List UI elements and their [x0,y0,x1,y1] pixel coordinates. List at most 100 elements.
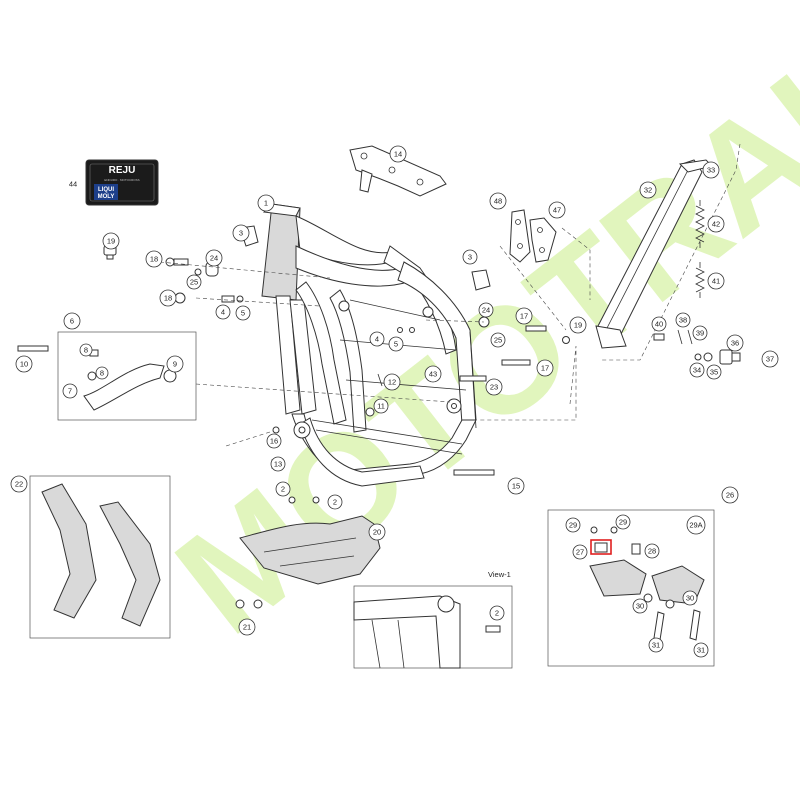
part-42-spring [695,200,705,248]
dashed-leaders [159,143,741,447]
svg-text:8: 8 [100,369,104,378]
svg-text:30: 30 [636,602,644,611]
part-48-bracket [509,209,531,263]
callout-19b: 19 [569,316,587,334]
callout-29b: 29 [615,514,631,530]
callout-11: 11 [373,398,389,414]
svg-text:48: 48 [494,197,502,206]
svg-text:17: 17 [520,312,528,321]
svg-text:24: 24 [210,254,218,263]
svg-text:35: 35 [710,368,718,377]
callout-1: 1 [257,194,275,212]
callout-29a: 29 [565,517,581,533]
callout-8b: 8 [95,366,109,380]
svg-text:34: 34 [693,366,701,375]
callout-22: 22 [10,475,28,493]
callout-8a: 8 [79,343,93,357]
svg-text:32: 32 [644,186,652,195]
svg-text:4: 4 [375,335,379,344]
callout-24b: 24 [478,302,494,318]
callout-17a: 17 [515,307,533,325]
callout-38: 38 [675,312,691,328]
callout-7: 7 [62,383,78,399]
callout-17b: 17 [536,359,554,377]
svg-text:22: 22 [15,480,23,489]
svg-text:29: 29 [569,521,577,530]
callout-18b: 18 [159,289,177,307]
svg-text:31: 31 [697,646,705,655]
svg-text:23: 23 [490,383,498,392]
svg-text:47: 47 [553,206,561,215]
svg-text:14: 14 [394,150,402,159]
callout-3a: 3 [232,224,250,242]
svg-text:5: 5 [241,309,245,318]
svg-text:16: 16 [270,437,278,446]
svg-text:26: 26 [726,491,734,500]
callout-14: 14 [389,145,407,163]
callout-36: 36 [726,334,744,352]
logo-brand: REJU [109,165,136,176]
svg-text:25: 25 [494,336,502,345]
callout-5a: 5 [235,305,251,321]
part-41-spring [695,262,705,298]
svg-text:4: 4 [221,308,225,317]
logo-tagline: ENDURO · MOTOCROSS [104,178,139,182]
callout-15: 15 [507,477,525,495]
svg-text:2: 2 [495,609,499,618]
svg-text:25: 25 [190,278,198,287]
callout-10: 10 [15,355,33,373]
part-36-37-pivot [653,329,741,365]
svg-text:10: 10 [20,360,28,369]
callouts: 44 14 1 3 19 18 24 25 18 4 5 6 8 10 9 8 … [10,145,779,658]
callout-39: 39 [692,325,708,341]
callout-40: 40 [651,316,667,332]
callout-35: 35 [706,364,722,380]
svg-text:33: 33 [707,166,715,175]
svg-text:6: 6 [70,317,74,326]
svg-text:5: 5 [394,340,398,349]
view-1-label: View-1 [488,570,511,579]
callout-31b: 31 [693,642,709,658]
callout-33: 33 [702,161,720,179]
svg-text:11: 11 [377,402,385,411]
callout-37: 37 [761,350,779,368]
callout-5b: 5 [388,336,404,352]
callout-2c: 2 [489,605,505,621]
callout-6: 6 [63,312,81,330]
callout-26: 26 [721,486,739,504]
callout-16: 16 [266,433,282,449]
callout-21: 21 [238,618,256,636]
callout-27: 27 [572,544,588,560]
callout-2b: 2 [327,494,343,510]
svg-text:38: 38 [679,316,687,325]
callout-24a: 24 [205,249,223,267]
svg-text:2: 2 [281,485,285,494]
part-32-side-stand [595,159,713,349]
callout-4a: 4 [215,304,231,320]
part-47-bracket [529,217,557,263]
svg-text:3: 3 [239,229,243,238]
svg-text:21: 21 [243,623,251,632]
callout-4b: 4 [369,331,385,347]
svg-text:28: 28 [648,547,656,556]
svg-text:29A: 29A [689,521,702,530]
svg-text:3: 3 [468,253,472,262]
box-26-footpegs [547,509,715,667]
svg-text:12: 12 [388,378,396,387]
callout-19a: 19 [102,232,120,250]
callout-9: 9 [166,355,184,373]
callout-12: 12 [383,373,401,391]
svg-text:30: 30 [686,594,694,603]
svg-text:15: 15 [512,482,520,491]
callout-47: 47 [548,201,566,219]
svg-text:9: 9 [173,360,177,369]
svg-text:1: 1 [264,199,268,208]
callout-34: 34 [689,362,705,378]
callout-44: 44 [69,180,77,189]
svg-text:41: 41 [712,277,720,286]
svg-text:20: 20 [373,528,381,537]
svg-text:44: 44 [69,180,77,189]
box-view-1 [353,585,513,669]
svg-text:29: 29 [619,518,627,527]
logo-sticker-text-1: LIQUI [98,187,114,193]
